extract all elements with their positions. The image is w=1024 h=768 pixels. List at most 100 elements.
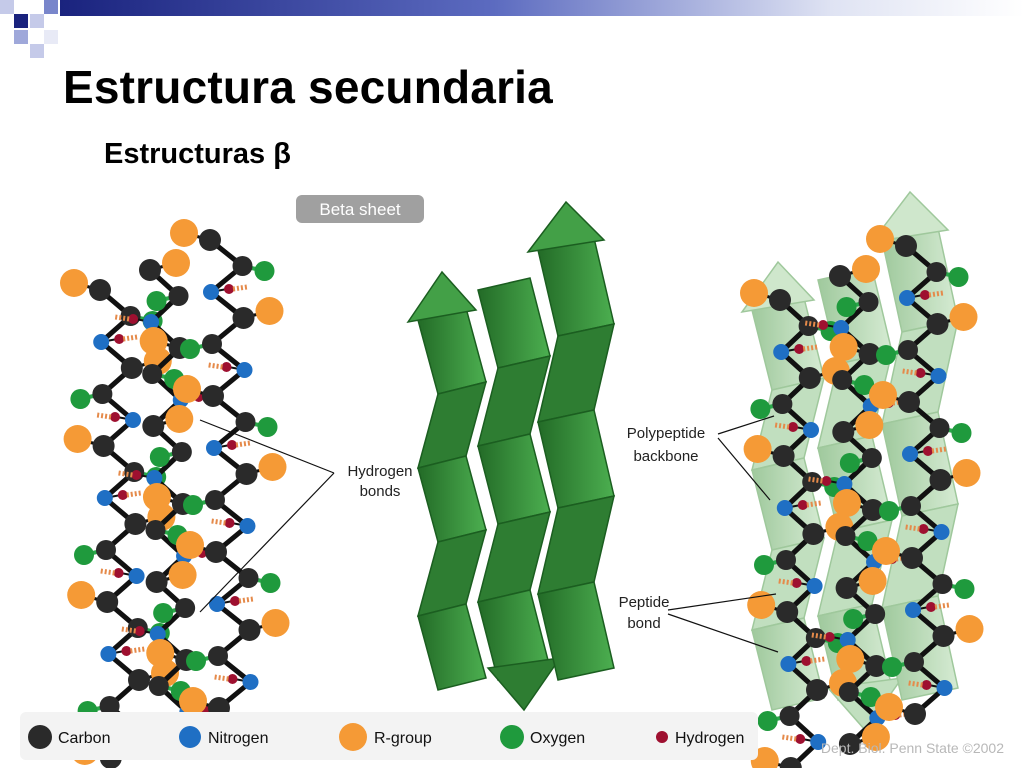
nitrogen-atom	[776, 500, 793, 516]
carbon-atom	[798, 367, 821, 389]
oxygen-atom	[879, 501, 899, 521]
r-group-atom	[858, 567, 887, 595]
hydrogen-bond	[781, 734, 797, 742]
nitrogen-atom	[773, 344, 790, 360]
r-group-atom	[168, 561, 197, 589]
label-line: Peptide	[619, 594, 670, 611]
oxygen-atom	[836, 297, 857, 317]
header-square	[14, 30, 28, 44]
nitrogen-atom	[236, 362, 253, 378]
ribbon-arrows	[406, 200, 615, 712]
oxygen-atom	[183, 495, 203, 515]
hydrogen-bond	[211, 518, 226, 526]
hydrogen-atom	[121, 646, 132, 656]
r-group-atom	[855, 411, 884, 439]
carbon-atom	[895, 235, 917, 257]
hydrogen-atom	[795, 734, 806, 744]
carbon-atom	[120, 357, 143, 379]
carbon-atom	[904, 703, 926, 725]
hydrogen-bond	[122, 334, 138, 342]
nitrogen-atom	[125, 412, 141, 428]
hydrogen-atom	[224, 284, 234, 294]
legend-background	[20, 712, 758, 760]
nitrogen-atom	[143, 314, 160, 330]
r-group-atom	[142, 483, 171, 511]
carbon-atom	[926, 313, 949, 335]
hydrogen-atom	[921, 680, 932, 690]
carbon-atom	[208, 646, 228, 666]
nitrogen-atom	[206, 440, 222, 456]
legend-label: Hydrogen	[675, 730, 744, 747]
nitrogen-atom	[239, 518, 256, 534]
carbon-atom	[148, 676, 169, 696]
carbon-swatch	[28, 725, 52, 749]
r-group-atom	[261, 609, 290, 637]
carbon-atom	[806, 679, 828, 701]
ribbon-segment	[537, 581, 615, 681]
badge-text: Beta sheet	[319, 200, 401, 219]
r-group-atom	[146, 639, 175, 667]
oxygen-atom	[757, 711, 778, 731]
hydrogen-bond	[214, 674, 229, 682]
nitrogen-atom	[899, 290, 915, 306]
nitrogen-atom	[100, 646, 117, 662]
carbon-atom	[92, 384, 113, 404]
carbon-atom	[205, 490, 225, 510]
carbon-atom	[932, 574, 953, 594]
header-square	[44, 0, 58, 14]
legend-label: Nitrogen	[208, 730, 268, 747]
carbon-atom	[168, 286, 189, 306]
oxygen-atom	[854, 375, 875, 395]
hydrogen-swatch	[656, 731, 668, 743]
header-square	[0, 0, 14, 14]
hydrogen-bond	[208, 362, 223, 370]
header-gradient-bar	[60, 0, 1024, 16]
nitrogen-atom	[803, 422, 819, 438]
ribbon-segment	[537, 237, 615, 337]
hydrogen-bond	[130, 646, 145, 654]
r-group-atom	[743, 435, 772, 463]
peptide-bond-label: Peptide bond	[619, 594, 670, 632]
ribbon-arrowhead	[526, 200, 606, 254]
carbon-atom	[858, 292, 879, 312]
carbon-atom	[145, 520, 166, 540]
oxygen-atom	[254, 261, 275, 281]
ribbon-segment	[537, 323, 615, 423]
r-group-atom	[67, 581, 96, 609]
nitrogen-atom	[128, 568, 145, 584]
hydrogen-atom	[110, 412, 120, 422]
nitrogen-atom	[833, 320, 850, 336]
carbon-atom	[829, 265, 851, 287]
r-group-atom	[60, 269, 88, 297]
carbon-atom	[235, 463, 258, 485]
ball-and-stick-overlay	[740, 225, 984, 768]
carbon-atom	[776, 601, 799, 623]
legend: Carbon Nitrogen R-group Oxygen Hydrogen	[20, 712, 758, 760]
nitrogen-atom	[933, 524, 950, 540]
legend-item-r-group: R-group	[339, 723, 432, 751]
oxygen-atom	[180, 339, 200, 359]
oxygen-atom	[860, 687, 881, 707]
nitrogen-atom	[836, 476, 853, 492]
nitrogen-atom	[203, 284, 219, 300]
carbon-atom	[776, 550, 796, 570]
header-square	[30, 44, 44, 58]
carbon-atom	[901, 547, 923, 569]
ribbon-segment	[416, 528, 488, 618]
nitrogen-atom	[810, 734, 827, 750]
carbon-atom	[124, 513, 147, 535]
oxygen-atom	[857, 531, 878, 551]
carbon-atom	[901, 496, 921, 516]
oxygen-atom	[882, 657, 902, 677]
header-svg	[0, 0, 1024, 58]
nitrogen-atom	[96, 490, 113, 506]
oxygen-atom	[74, 545, 94, 565]
carbon-atom	[89, 279, 111, 301]
carbon-atom	[769, 289, 791, 311]
r-group-atom	[747, 591, 776, 619]
carbon-atom	[96, 591, 119, 613]
hydrogen-atom	[801, 656, 812, 666]
nitrogen-atom	[780, 656, 797, 672]
r-group-atom	[866, 225, 894, 253]
legend-label: Oxygen	[530, 730, 585, 747]
